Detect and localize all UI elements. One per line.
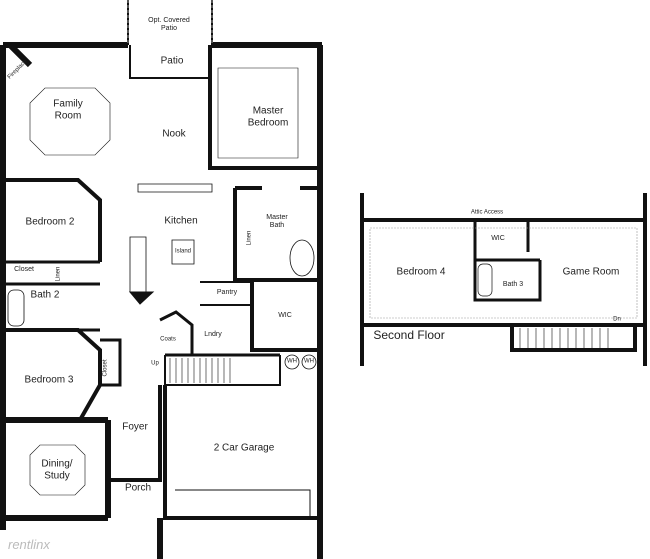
room-garage: 2 Car Garage [213,442,275,454]
room-kitchen: Kitchen [164,215,198,227]
room-bedroom-2: Bedroom 2 [25,216,75,228]
room-wic-2: WIC [491,234,505,242]
kitchen-island: Island [174,248,192,255]
watermark-logo: rentlinx [8,537,50,552]
second-floor-title: Second Floor [373,328,445,343]
room-family-room: Family Room [53,98,83,122]
room-master-bath: Master Bath [266,213,288,229]
room-patio: Patio [160,55,184,67]
linen-closet-2: Linen [246,230,253,246]
room-dining-study: Dining/ Study [41,458,73,482]
room-coats: Coats [160,336,176,343]
stairs-down: Dn [613,316,621,323]
room-laundry: Lndry [204,330,222,338]
water-heater-2: WH [304,358,314,365]
room-master-bedroom: Master Bedroom [247,105,289,129]
room-closet-bedroom-3: Closet [102,359,109,377]
linen-closet-1: Linen [55,266,62,282]
room-porch: Porch [124,482,152,494]
room-bath-2: Bath 2 [30,289,60,301]
room-bedroom-4: Bedroom 4 [396,266,446,278]
stairs-up: Up [151,360,159,367]
room-game-room: Game Room [562,266,620,278]
room-closet-bedroom-2: Closet [14,265,34,273]
room-bedroom-3: Bedroom 3 [24,374,74,386]
room-foyer: Foyer [122,421,148,433]
room-bath-3: Bath 3 [502,280,524,288]
room-nook: Nook [162,128,186,140]
room-pantry: Pantry [216,288,238,296]
room-opt-covered-patio: Opt. Covered Patio [148,16,190,32]
room-wic: WIC [278,311,292,319]
attic-access: Attic Access [470,209,504,216]
water-heater-1: WH [287,358,297,365]
